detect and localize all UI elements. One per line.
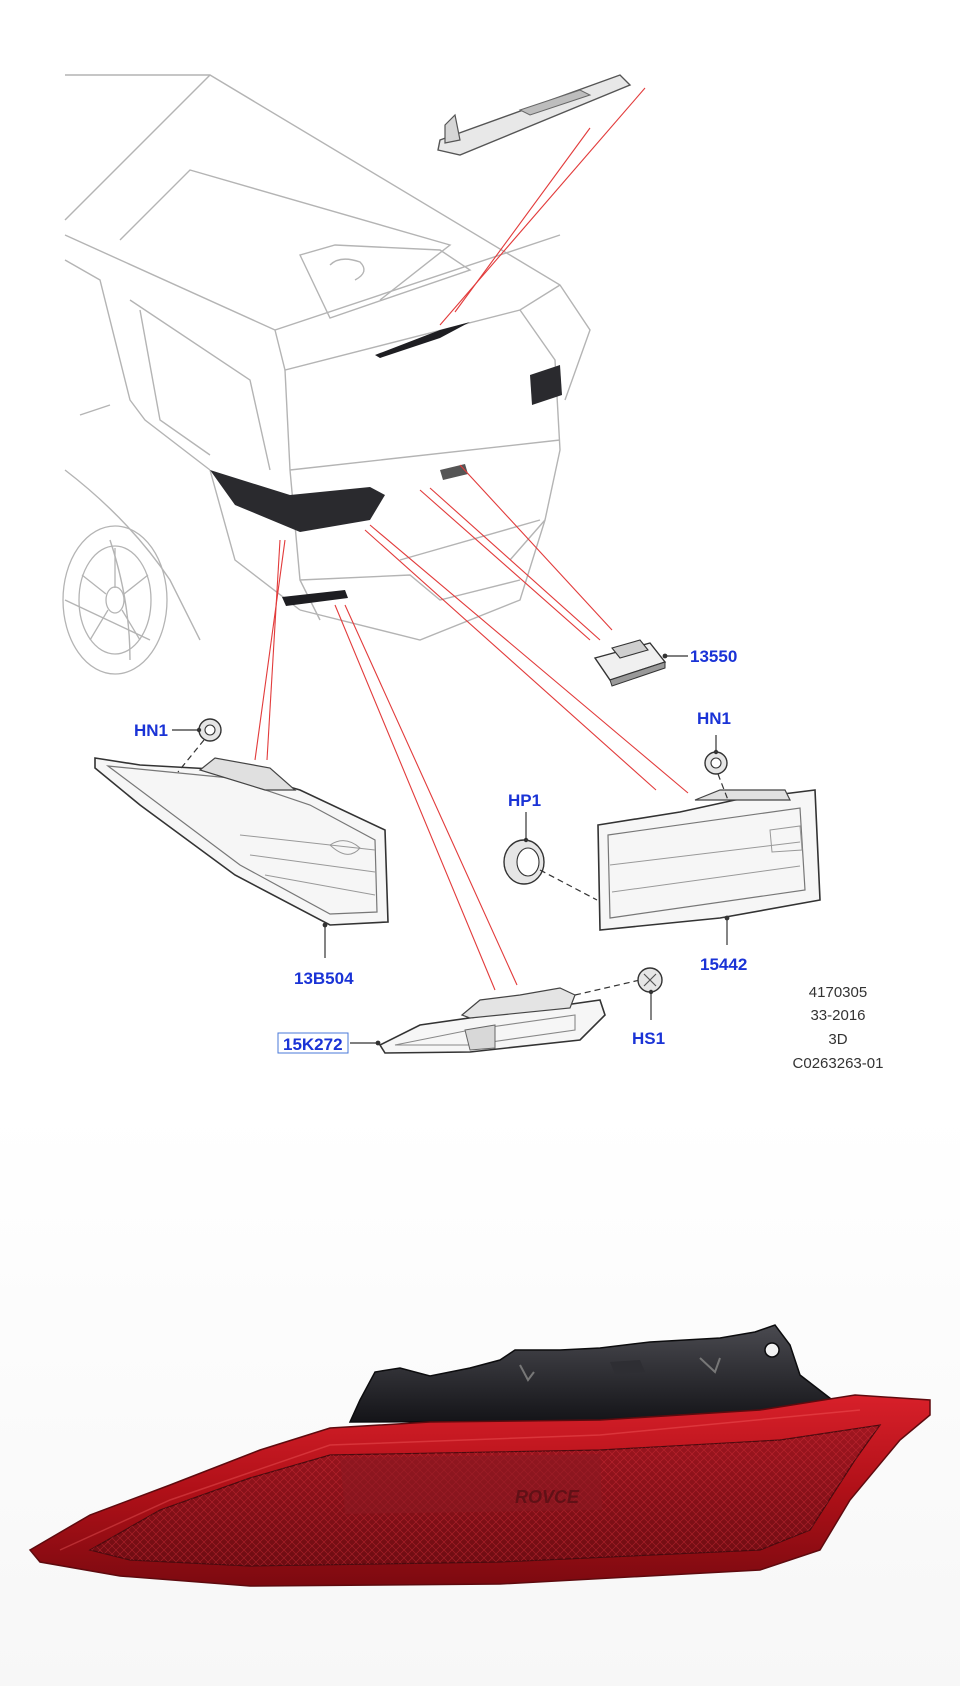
callout-13b504[interactable]: 13B504 bbox=[294, 969, 354, 988]
parts-diagram: 13550 HN1 HN1 HP1 13B504 15442 15K272 HS… bbox=[62, 74, 884, 1072]
callout-hn1-right[interactable]: HN1 bbox=[697, 709, 731, 728]
control-module-13550 bbox=[593, 639, 667, 687]
wheel bbox=[62, 525, 168, 675]
tail-lamp-13b504 bbox=[94, 757, 389, 926]
leader-lines bbox=[254, 87, 689, 991]
tail-lamp-15442 bbox=[597, 789, 821, 931]
high-mount-stop-lamp bbox=[437, 74, 632, 156]
callout-hs1[interactable]: HS1 bbox=[632, 1029, 665, 1048]
reference-block: 4170305 33-2016 3D C0263263-01 bbox=[793, 984, 884, 1072]
reference-drawing-code: C0263263-01 bbox=[793, 1055, 884, 1072]
callout-hn1-left[interactable]: HN1 bbox=[134, 721, 168, 740]
callout-hp1[interactable]: HP1 bbox=[508, 791, 541, 810]
vehicle-rear-outline bbox=[64, 74, 591, 661]
selected-part-box bbox=[277, 1032, 349, 1054]
reference-date: 33-2016 bbox=[810, 1007, 865, 1024]
product-photo: ROVCE bbox=[0, 1110, 960, 1686]
lens-marking: ROVCE bbox=[515, 1487, 580, 1507]
reference-view: 3D bbox=[828, 1031, 847, 1048]
nut-hn1-left bbox=[177, 718, 222, 773]
reflector-lens: ROVCE bbox=[28, 1394, 931, 1587]
vehicle-lamp-bands bbox=[210, 322, 562, 606]
callout-15442[interactable]: 15442 bbox=[700, 955, 747, 974]
reference-number: 4170305 bbox=[809, 984, 867, 1001]
screw-hs1 bbox=[637, 967, 663, 993]
rear-reflector-15k272 bbox=[378, 979, 641, 1054]
nut-hn1-right bbox=[704, 751, 729, 801]
grommet-hp1 bbox=[503, 839, 598, 901]
callout-13550[interactable]: 13550 bbox=[690, 647, 737, 666]
callout-15k272[interactable]: 15K272 bbox=[283, 1035, 343, 1054]
